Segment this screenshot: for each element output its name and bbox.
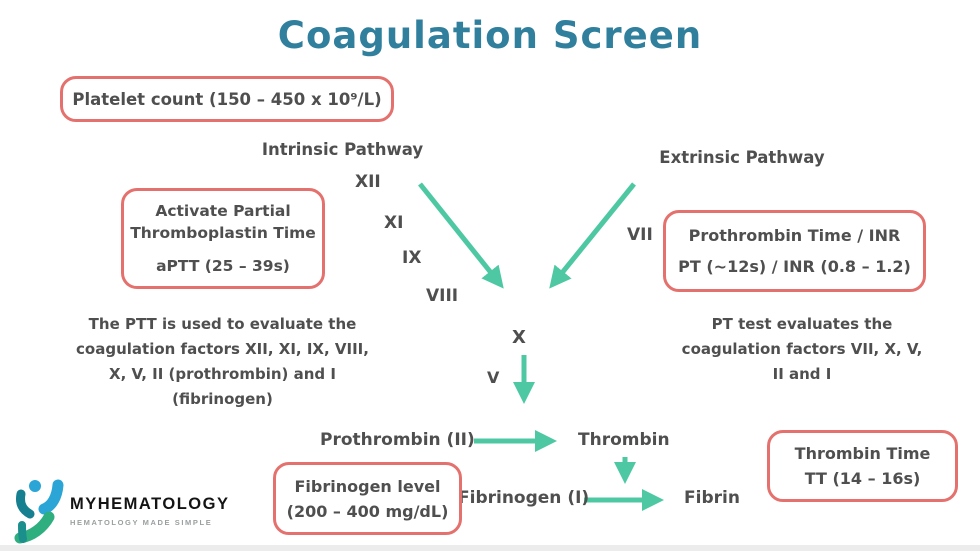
aptt-line3: aPTT (25 – 39s) [156,257,290,275]
aptt-box: Activate Partial Thromboplastin Time aPT… [121,188,325,289]
fibrin-label: Fibrin [684,488,740,508]
thrombin-time-line2: TT (14 – 16s) [804,469,921,488]
platelet-count-label: Platelet count (150 – 450 x 10⁹/L) [72,89,382,109]
intrinsic-pathway-arrow [418,182,504,289]
factor-vii-label: VII [627,225,653,245]
factor-xi-label: XI [384,213,404,233]
fibrinogen-label: Fibrinogen (I) [458,488,590,508]
pt-inr-line1: Prothrombin Time / INR [688,225,901,245]
factor-v-label: V [487,368,500,387]
logo: MYHEMATOLOGY HEMATOLOGY MADE SIMPLE [14,477,229,545]
aptt-line2: Thromboplastin Time [130,224,316,242]
thrombin-label: Thrombin [578,430,670,450]
intrinsic-pathway-label: Intrinsic Pathway [261,140,424,159]
logo-name: MYHEMATOLOGY [70,495,230,513]
factor-ix-label: IX [402,248,422,268]
thrombin-time-line1: Thrombin Time [794,444,931,463]
ptt-note: The PTT is used to evaluate the coagulat… [50,312,395,412]
logo-text: MYHEMATOLOGY HEMATOLOGY MADE SIMPLE [70,495,229,527]
thrombin-time-box: Thrombin Time TT (14 – 16s) [767,430,958,502]
prothrombin-label: Prothrombin (II) [320,430,475,450]
ptt-note-line3: X, V, II (prothrombin) and I [109,365,336,383]
fibrinogen-level-line2: (200 – 400 mg/dL) [286,501,449,521]
myhematology-figure-icon [14,479,64,544]
platelet-count-box: Platelet count (150 – 450 x 10⁹/L) [60,76,394,122]
factor-xii-label: XII [355,172,381,192]
logo-tagline: HEMATOLOGY MADE SIMPLE [70,518,213,527]
pt-note-line3: II and I [772,365,832,383]
bottom-edge-strip [0,545,980,551]
ptt-note-line2: coagulation factors XII, XI, IX, VIII, [76,340,369,358]
pt-inr-box: Prothrombin Time / INR PT (~12s) / INR (… [663,210,926,292]
factor-viii-label: VIII [426,286,459,306]
ptt-note-line1: The PTT is used to evaluate the [88,315,357,333]
factor-x-label: X [512,327,526,348]
ptt-note-line4: (fibrinogen) [172,390,273,408]
pt-note: PT test evaluates the coagulation factor… [652,312,952,387]
extrinsic-pathway-arrow [549,182,636,289]
fibrinogen-level-box: Fibrinogen level (200 – 400 mg/dL) [273,462,462,535]
fibrinogen-level-line1: Fibrinogen level [294,476,441,496]
aptt-line1: Activate Partial [155,202,291,220]
extrinsic-pathway-label: Extrinsic Pathway [659,148,825,167]
pt-inr-line2: PT (~12s) / INR (0.8 – 1.2) [678,256,911,276]
pt-note-line1: PT test evaluates the [711,315,893,333]
page-title: Coagulation Screen [277,14,703,57]
pt-note-line2: coagulation factors VII, X, V, [681,340,923,358]
